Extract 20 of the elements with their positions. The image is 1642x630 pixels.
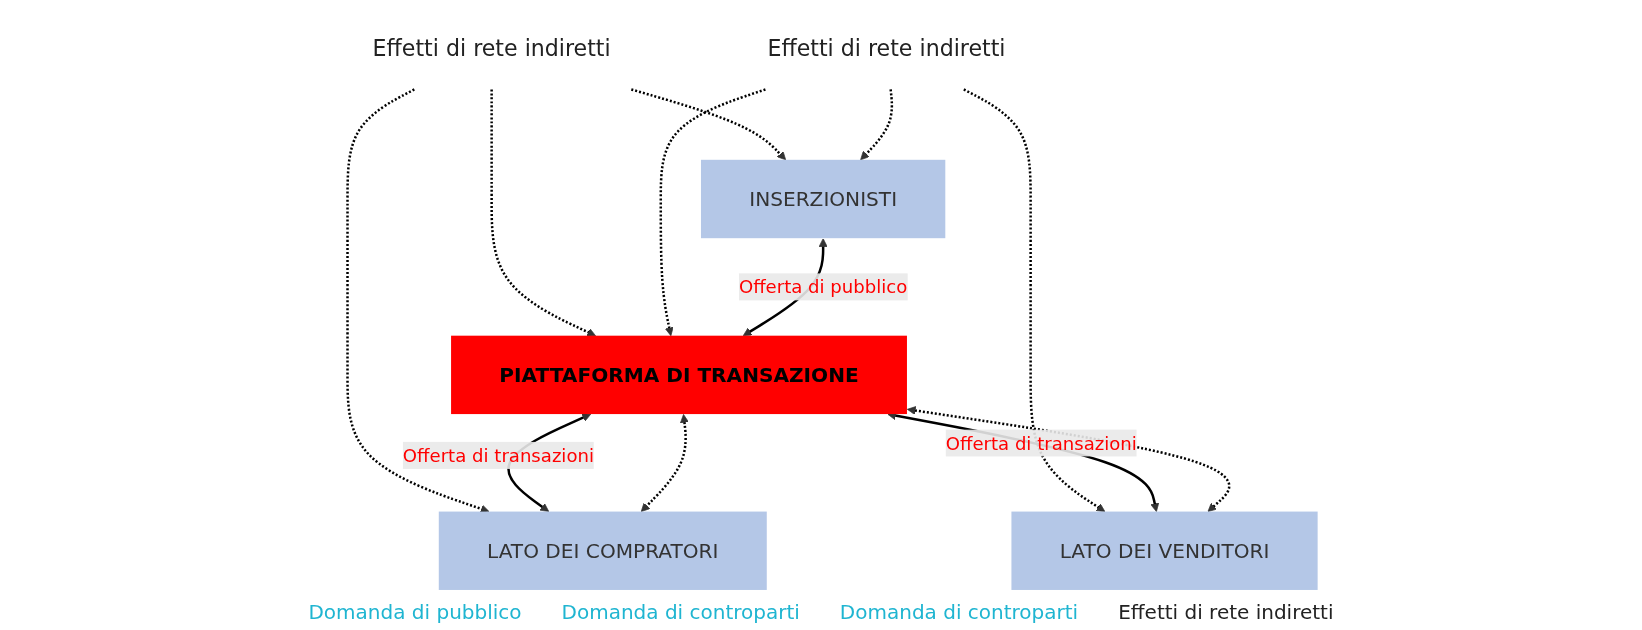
arrow (963, 88, 1106, 512)
node-text: Effetti di rete indiretti (767, 36, 1006, 62)
arrow (346, 88, 490, 514)
note-text: Domanda di controparti (561, 600, 800, 624)
edge-label: Offerta di transazioni (402, 444, 594, 466)
node-text: Effetti di rete indiretti (372, 36, 611, 62)
node-box: INSERZIONISTI (700, 159, 946, 239)
note-text: Domanda di pubblico (308, 600, 522, 624)
node-box: PIATTAFORMA DI TRANSAZIONE (451, 335, 907, 415)
arrow (640, 414, 689, 512)
arrow (490, 89, 596, 337)
note-text: Effetti di rete indiretti (1118, 600, 1334, 624)
node-box: LATO DEI COMPRATORI (438, 511, 767, 590)
arrow (630, 88, 787, 161)
arrow (659, 88, 766, 337)
edge-label: Offerta di transazioni (945, 432, 1137, 454)
edge-label: Offerta di pubblico (738, 276, 908, 298)
note-text: Domanda di controparti (839, 600, 1079, 624)
arrow (860, 89, 894, 161)
node-box: LATO DEI VENDITORI (1011, 511, 1318, 590)
